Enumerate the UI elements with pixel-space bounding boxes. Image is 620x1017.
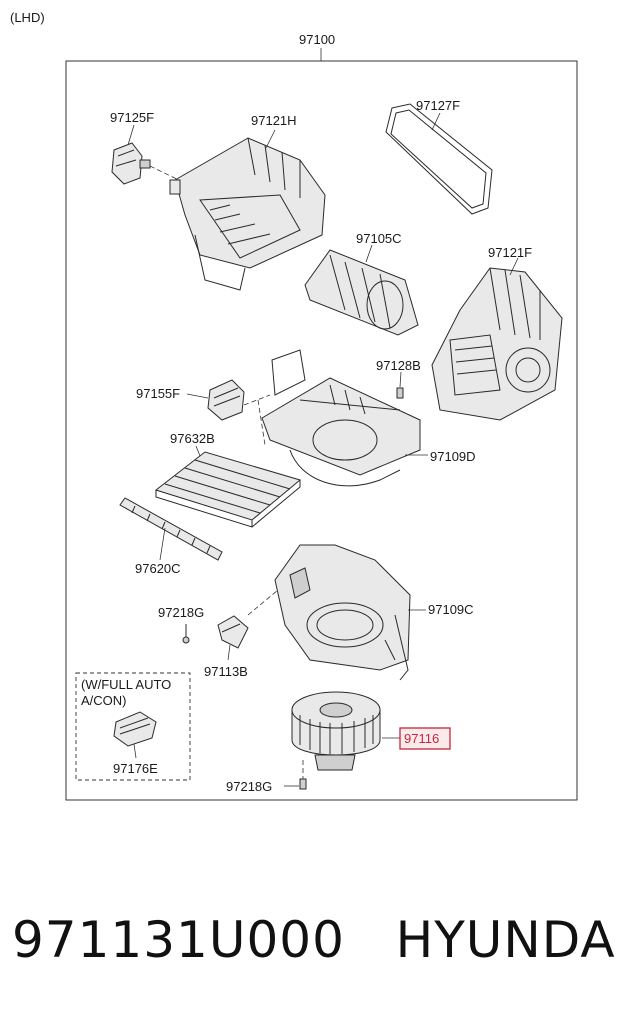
label-97121H: 97121H — [251, 113, 297, 128]
highlight-box-97116 — [399, 727, 451, 750]
label-97109D: 97109D — [430, 449, 476, 464]
footer-brand: HYUNDAI — [395, 911, 620, 969]
filter-97632B-drawing — [154, 451, 302, 528]
parts-diagram: (LHD) 97100 97125F 97121H 97127F 97105C — [10, 10, 578, 801]
variant-label: (LHD) — [10, 10, 45, 25]
label-97218G-lower: 97218G — [226, 779, 272, 794]
cover-97620C-drawing — [119, 497, 223, 561]
label-97176E: 97176E — [113, 761, 158, 776]
footer-line: 971131U000 HYUNDAI — [12, 905, 620, 975]
assembly-frame — [65, 60, 578, 801]
label-97125F: 97125F — [110, 110, 154, 125]
label-97116: 97116 — [404, 731, 439, 746]
clip-97128B-drawing — [396, 387, 404, 399]
label-97105C: 97105C — [356, 231, 402, 246]
screw-97218G-lower-drawing — [299, 760, 307, 790]
screw-97218G-upper-drawing — [182, 624, 190, 644]
case-97109C-drawing — [274, 544, 411, 681]
actuator-97125F-drawing — [111, 142, 151, 185]
label-97155F: 97155F — [136, 386, 180, 401]
label-97113B: 97113B — [204, 664, 248, 679]
module-97176E-drawing — [113, 711, 157, 747]
label-97121F: 97121F — [488, 245, 532, 260]
option-box-line2: A/CON) — [81, 693, 127, 708]
seal-97127F-drawing — [385, 103, 493, 215]
case-97109D-drawing — [261, 349, 421, 487]
door-97105C-drawing — [304, 249, 419, 336]
option-box — [75, 672, 191, 781]
option-box-line1: (W/FULL AUTO — [81, 677, 171, 692]
assembly-label: 97100 — [299, 32, 335, 47]
blower-motor-97116-drawing — [291, 691, 381, 771]
actuator-97155F-drawing — [207, 379, 245, 421]
case-97121H-drawing — [169, 137, 326, 291]
label-97128B: 97128B — [376, 358, 421, 373]
case-97121F-drawing — [431, 267, 563, 421]
label-97127F: 97127F — [416, 98, 460, 113]
label-97218G-upper: 97218G — [158, 605, 204, 620]
label-97109C: 97109C — [428, 602, 474, 617]
resistor-97113B-drawing — [217, 615, 249, 649]
label-97620C: 97620C — [135, 561, 181, 576]
label-97632B: 97632B — [170, 431, 215, 446]
footer-part-number: 971131U000 — [12, 911, 345, 969]
